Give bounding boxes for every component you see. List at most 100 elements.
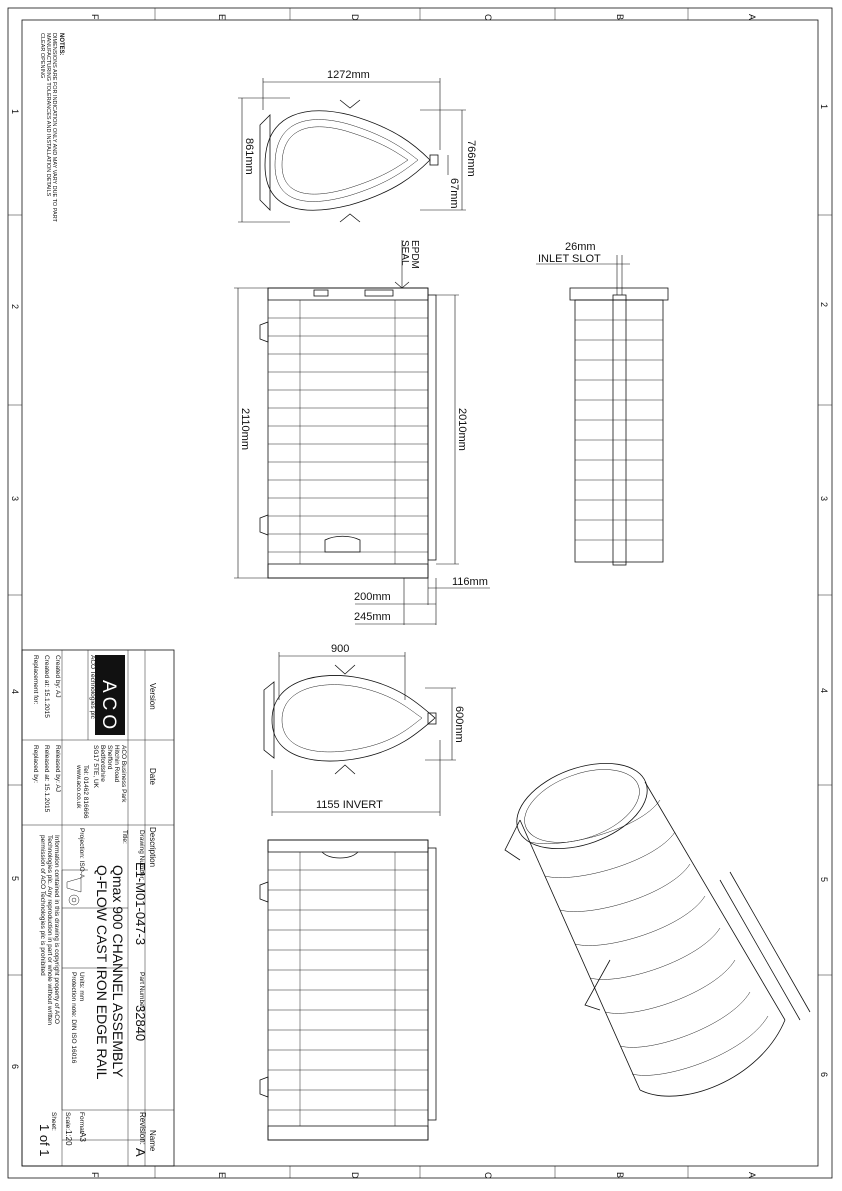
tb-copyright-1: Information contained in this drawing is… (53, 835, 60, 1024)
zone-letter-bottom-a: A (747, 1172, 757, 1178)
tb-phone: Tel: 01462 816666 (82, 765, 89, 819)
inlet-dimension-lines (536, 255, 630, 295)
zone-number-right-4: 4 (819, 688, 829, 693)
label-inlet-slot: INLET SLOT (538, 253, 601, 265)
inlet-view (569, 287, 669, 566)
tb-format-label: Format: (78, 1112, 85, 1135)
tb-drawing-number-label: Drawing Number: (138, 830, 145, 881)
tb-projection: Projection: ISO-A (78, 828, 85, 879)
tb-sheet-label: Sheet: (50, 1112, 57, 1131)
zone-number-right-3: 3 (819, 496, 829, 501)
projection-symbol-icon (66, 877, 82, 906)
zone-letter-bottom-d: D (350, 1172, 360, 1179)
tb-address-1: ACO Business Park (120, 745, 127, 803)
tb-part-number: 32840 (133, 1005, 148, 1041)
tb-scale: 1:20 (64, 1130, 73, 1146)
notes-heading: NOTES: (58, 33, 64, 56)
tb-released-by: Released by: AJ (54, 745, 61, 792)
zone-number-right-6: 6 (819, 1072, 829, 1077)
label-seal: SEAL (399, 240, 410, 266)
tb-part-number-label: Part Number: (138, 972, 145, 1011)
dim-total-length: 2110mm (239, 408, 251, 450)
dim-inner-length: 2010mm (456, 408, 468, 451)
tb-title-line-2: Q-FLOW CAST IRON EDGE RAIL (94, 865, 110, 1080)
tb-date-label: Date (148, 768, 157, 785)
tb-created-at: Created at: 15.1.2015 (43, 655, 50, 718)
dim-end-height: 600mm (453, 706, 465, 743)
zone-letter-top-b: B (615, 14, 625, 20)
tb-description-label: Description (148, 827, 157, 867)
tb-format: A3 (78, 1132, 87, 1142)
tb-address-2: Hitchin Road (113, 745, 120, 783)
zone-number-left-1: 1 (10, 109, 20, 114)
zone-letter-bottom-b: B (615, 1172, 625, 1178)
notes-block: NOTES: DIMENSIONS ARE FOR INDICATION ONL… (39, 33, 64, 223)
tb-name-label: Name (148, 1130, 157, 1152)
notes-line-1: DIMENSIONS ARE FOR INDICATION ONLY AND M… (51, 33, 57, 223)
zone-letter-bottom-f: F (90, 1172, 100, 1178)
dim-top-height: 861mm (243, 138, 255, 175)
dim-edge-200: 200mm (354, 591, 391, 603)
dim-top-small: 67mm (448, 178, 460, 209)
aco-logo: ACO (98, 680, 119, 733)
dim-edge-116: 116mm (452, 576, 488, 588)
tb-released-at: Released at: 15.1.2015 (43, 745, 50, 813)
zone-letter-bottom-e: E (217, 1172, 227, 1178)
tb-units: Units: mm (78, 972, 85, 1001)
zone-number-left-3: 3 (10, 496, 20, 501)
zone-number-left-6: 6 (10, 1064, 20, 1069)
zone-letter-top-e: E (217, 14, 227, 20)
tb-company: ACO Technologies plc (89, 655, 96, 720)
notes-line-2: MANUFACTURING TOLERANCES AND INSTALLATIO… (45, 33, 51, 197)
tb-address-5: SG17 5TE, UK (92, 745, 99, 789)
tb-replacement-for: Replacement for: (32, 655, 39, 705)
zone-number-left-2: 2 (10, 304, 20, 309)
tb-web: www.aco.co.uk (75, 764, 82, 809)
dim-end-width: 900 (331, 643, 349, 655)
dim-inlet-width: 26mm (565, 241, 596, 253)
dim-edge-245: 245mm (354, 611, 391, 623)
tb-title-line-1: Qmax 900 CHANNEL ASSEMBLY (110, 865, 126, 1078)
notes-line-3: CLEAR OPENING (39, 33, 45, 78)
aco-logo-box (95, 655, 125, 735)
end-view-dimension-lines (271, 652, 456, 816)
tb-scale-label: Scale: (64, 1112, 71, 1130)
tb-address-3: Shefford (106, 745, 113, 770)
dim-top-right-height: 766mm (465, 140, 477, 177)
end-view (263, 664, 437, 775)
top-view-dimension-lines (238, 78, 466, 223)
tb-replaced-by: Replaced by: (32, 745, 39, 783)
tb-revision: A (133, 1148, 148, 1157)
label-epdm: EPDM (409, 240, 420, 269)
zone-letter-bottom-c: C (483, 1172, 493, 1179)
tb-revision-label: Revision: (138, 1112, 147, 1145)
tb-title-label: Title: (121, 830, 128, 844)
title-block: ACO Version Date Description Name ACO Te… (21, 649, 175, 1167)
zone-letter-top-c: C (483, 14, 493, 21)
bottom-side-view (259, 839, 437, 1141)
zone-number-right-1: 1 (819, 104, 829, 109)
outer-border (7, 7, 833, 1179)
tb-address-4: Bedfordshire (99, 745, 106, 782)
tb-copyright-2: Technologies plc. Any reproduction in pa… (46, 835, 53, 1025)
tb-protection-note: Protection note: DIN ISO 16016 (70, 972, 77, 1064)
zone-ticks (8, 8, 832, 1178)
zone-letter-top-f: F (90, 14, 100, 20)
dim-invert: 1155 INVERT (316, 799, 383, 811)
zone-number-left-5: 5 (10, 876, 20, 881)
isometric-view (504, 762, 811, 1097)
tb-sheet: 1 of 1 (37, 1124, 52, 1157)
side-view (259, 287, 437, 579)
tb-version-label: Version (148, 683, 157, 710)
zone-number-right-2: 2 (819, 302, 829, 307)
zone-number-right-5: 5 (819, 877, 829, 882)
zone-letter-top-a: A (747, 14, 757, 20)
zone-letter-top-d: D (350, 14, 360, 21)
side-view-dimension-lines (234, 240, 490, 625)
top-end-view (259, 99, 439, 223)
tb-created-by: Created by: AJ (54, 655, 61, 698)
tb-drawing-number: E1-M01-047-3 (133, 862, 148, 945)
zone-number-left-4: 4 (10, 689, 20, 694)
tb-copyright-3: permission of ACO Technologies plc is pr… (39, 835, 46, 976)
